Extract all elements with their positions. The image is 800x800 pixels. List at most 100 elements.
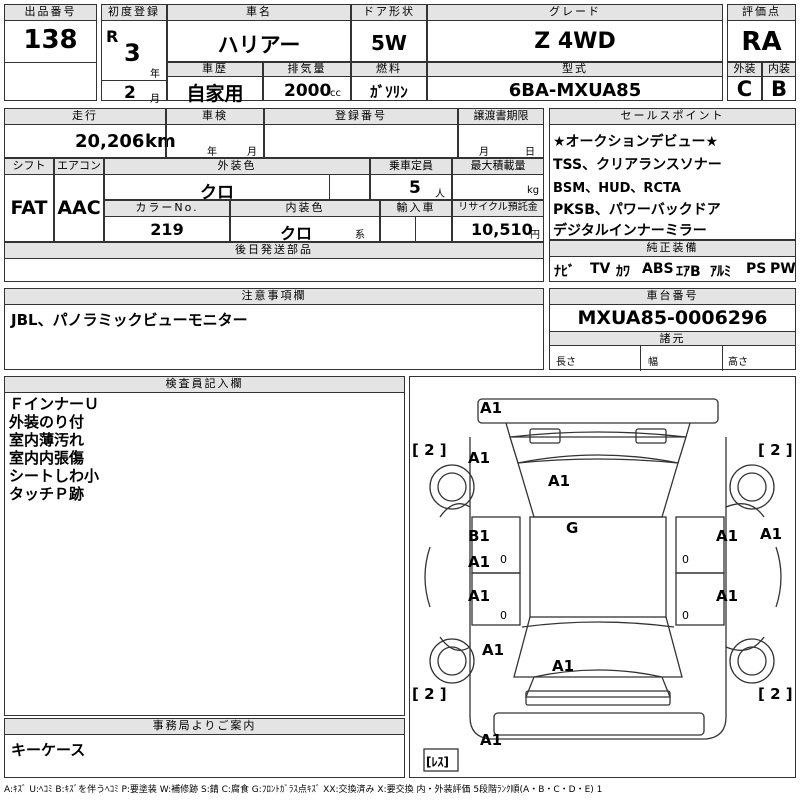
max-load-unit: kg (527, 185, 540, 196)
recycle-label: リサイクル預託金 (453, 201, 543, 217)
grade-value: Z 4WD (534, 29, 616, 54)
history-label: 車歴 (168, 63, 262, 77)
sales-points-cell: セールスポイント ★オークションデビュー★ TSS、クリアランスソナー BSM、… (549, 108, 796, 240)
interior-color-value: クロ (279, 224, 312, 243)
transfer-month-unit: 月 (479, 147, 489, 158)
spare-tire: [ﾚｽ] (426, 755, 449, 769)
lot-number-cell: 出品番号 138 (4, 4, 97, 101)
inspector-note: 室内薄汚れ (9, 431, 85, 449)
cautions-cell: 注意事項欄 JBL、パノラミックビューモニター (4, 288, 544, 370)
mileage-value: 20,206 (75, 131, 145, 152)
capacity-cell: 乗車定員 5 人 (370, 158, 452, 200)
exterior-score-value: C (736, 77, 753, 101)
chassis-number-cell: 車台番号 MXUA85-0006296 諸元 長さ 幅 高さ (549, 288, 796, 371)
history-cell: 車歴 自家用 (167, 62, 263, 105)
model-type-value: 6BA-MXUA85 (508, 80, 642, 101)
cautions-text: JBL、パノラミックビューモニター (11, 311, 248, 329)
shift-cell: シフト FAT (4, 158, 54, 242)
chassis-number-label: 車台番号 (550, 289, 795, 305)
legend: A:ｷｽﾞ U:ﾍｺﾐ B:ｷｽﾞを伴うﾍｺﾐ P:要塗装 W:補修跡 S:錆 … (4, 785, 603, 795)
aircon-value: AAC (57, 197, 101, 219)
zero-mark: 0 (682, 609, 689, 622)
grade-label: グレード (428, 5, 722, 21)
exterior-color-value: クロ (200, 183, 234, 203)
aircon-cell: エアコン AAC (54, 158, 104, 242)
damage-mark-windshield: G (566, 519, 579, 537)
shift-value: FAT (10, 197, 48, 219)
max-load-label: 最大積載量 (453, 159, 543, 175)
zero-mark: 0 (500, 609, 507, 622)
color-number-cell: カラーNo. 219 (104, 200, 230, 242)
month-unit: 月 (150, 94, 160, 105)
later-parts-label: 後日発送部品 (5, 243, 543, 259)
zero-mark: 0 (682, 553, 689, 566)
damage-mark-hood-left: A1 (468, 449, 491, 467)
inspector-note: ＦインナーＵ (9, 395, 100, 413)
displacement-label: 排気量 (264, 63, 350, 77)
recycle-unit: 円 (530, 230, 540, 241)
office-guidance-text: キーケース (11, 741, 86, 759)
door-label: ドア形状 (352, 5, 426, 21)
damage-mark-left-front-door-2: A1 (468, 553, 491, 571)
equipment-item: ﾅﾋﾞ (554, 264, 575, 280)
inspector-note: 外装のり付 (9, 413, 85, 431)
specs-label: 諸元 (550, 331, 795, 346)
office-guidance-cell: 事務局よりご案内 キーケース (4, 718, 405, 778)
model-type-label: 型式 (428, 63, 722, 77)
capacity-unit: 人 (435, 189, 445, 200)
interior-score-cell: 内装 B (762, 62, 796, 101)
mileage-cell: 走行 20,206 km (4, 108, 176, 158)
sales-point-item: ★オークションデビュー★ (553, 134, 719, 150)
exterior-color-label: 外装色 (105, 159, 369, 175)
height-label: 高さ (728, 357, 748, 368)
equipment-item: PS (746, 261, 767, 277)
displacement-unit: cc (330, 88, 341, 99)
interior-color-label: 内装色 (231, 201, 379, 217)
genuine-equipment-cell: 純正装備 ﾅﾋﾞ TV ｶﾜ ABS ｴｱB ｱﾙﾐ PS PW (549, 240, 796, 282)
first-registration-label: 初度登録 (102, 5, 166, 21)
fuel-label: 燃料 (352, 63, 426, 77)
damage-mark-right-front-door: A1 (716, 527, 739, 545)
aircon-label: エアコン (55, 159, 103, 175)
exterior-label: 外装 (728, 63, 761, 77)
zero-mark: 0 (500, 553, 507, 566)
car-name-value: ハリアー (217, 33, 301, 57)
recycle-value: 10,510 (471, 220, 533, 239)
car-damage-diagram: A1 A1 A1 G B1 A1 0 A1 0 A1 0 A1 A1 0 A1 … (409, 376, 796, 778)
displacement-value: 2000 (284, 81, 332, 101)
damage-mark-right-rear-door: A1 (716, 587, 739, 605)
sales-point-item: デジタルインナーミラー (553, 223, 707, 239)
capacity-value: 5 (409, 178, 421, 198)
score-cell: 評価点 RA (727, 4, 796, 62)
era-value: R (106, 27, 119, 46)
inspector-notes-cell: 検査員記入欄 ＦインナーＵ 外装のり付 室内薄汚れ 室内内張傷 シートしわ小 タ… (4, 376, 405, 716)
damage-mark-rear-hatch: A1 (552, 657, 575, 675)
month-value: 2 (124, 83, 136, 103)
interior-color-unit: 系 (355, 230, 365, 241)
mileage-label: 走行 (5, 109, 165, 125)
equipment-item: PW (770, 261, 796, 277)
inspection-month-unit: 月 (247, 147, 257, 158)
chassis-number-value: MXUA85-0006296 (577, 307, 768, 329)
damage-mark-left-front-door: B1 (468, 527, 490, 545)
damage-mark-rear-bumper: A1 (480, 731, 503, 749)
car-outline (423, 398, 782, 772)
interior-score-value: B (770, 77, 787, 101)
model-type-cell: 型式 6BA-MXUA85 (427, 62, 723, 101)
damage-mark-left-rear-door: A1 (468, 587, 491, 605)
transfer-day-unit: 日 (525, 147, 535, 158)
import-cell: 輸入車 (380, 200, 452, 243)
tire-rear-right: [ 2 ] (758, 685, 793, 703)
tire-front-right: [ 2 ] (758, 441, 793, 459)
registration-number-cell: 登録番号 (264, 108, 458, 158)
length-label: 長さ (556, 357, 576, 368)
equipment-item: ｶﾜ (616, 264, 630, 280)
year-unit: 年 (150, 69, 160, 80)
lot-number-label: 出品番号 (5, 5, 96, 21)
first-registration-cell: 初度登録 R 3 年 2 月 (101, 4, 167, 105)
score-label: 評価点 (728, 5, 795, 21)
door-value: 5W (371, 31, 407, 55)
history-value: 自家用 (186, 83, 244, 105)
car-name-cell: 車名 ハリアー (167, 4, 351, 62)
sales-points-label: セールスポイント (550, 109, 795, 125)
